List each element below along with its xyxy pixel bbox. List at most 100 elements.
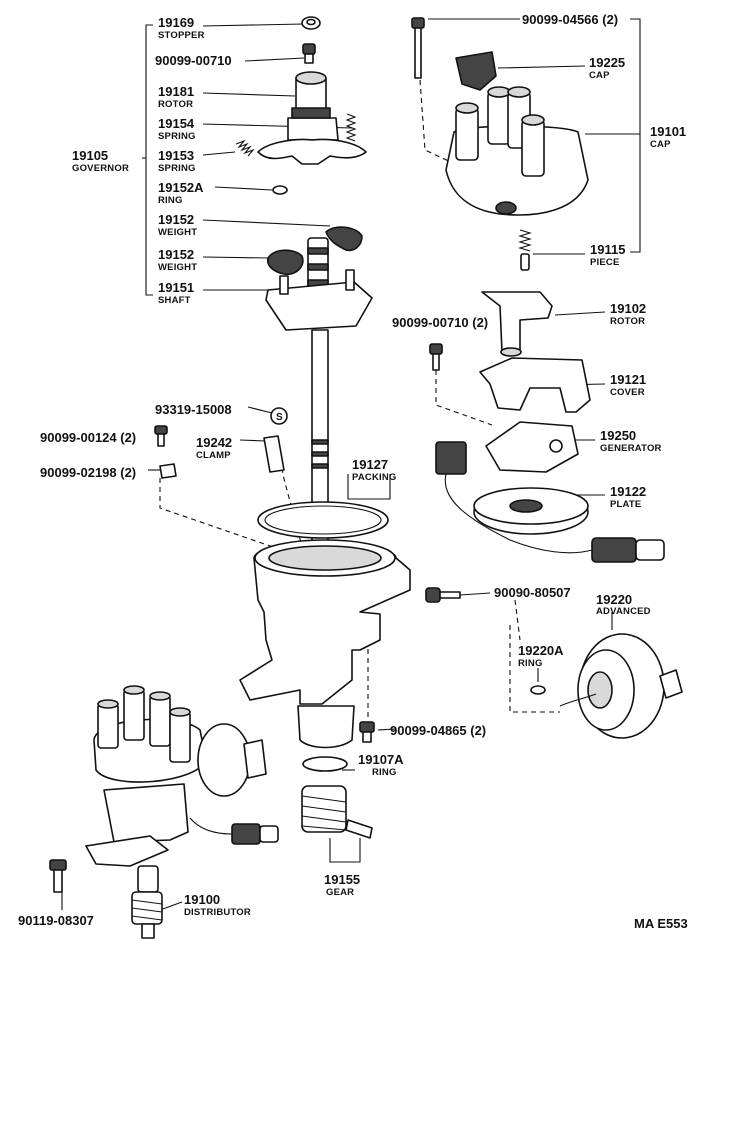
label-packing: 19127 PACKING — [352, 457, 396, 483]
label-ring-adv: 19220A RING — [518, 643, 564, 669]
rotor-part — [481, 291, 553, 357]
svg-text:RING: RING — [158, 195, 183, 206]
label-spring-b: 19153 SPRING — [158, 148, 196, 174]
packing-part — [257, 501, 389, 539]
svg-text:SPRING: SPRING — [158, 131, 196, 142]
label-cover: 19121 COVER — [610, 372, 646, 398]
screw-cap-part — [411, 17, 425, 79]
ring-gov-part — [272, 185, 288, 195]
ring-shaft-part — [302, 756, 348, 772]
svg-text:CAP: CAP — [589, 70, 610, 81]
svg-text:19102: 19102 — [610, 301, 646, 316]
label-ring-shaft: 19107A RING — [358, 752, 404, 778]
clamp-part — [263, 435, 285, 473]
svg-text:PIECE: PIECE — [590, 257, 620, 268]
svg-text:GEAR: GEAR — [326, 887, 354, 898]
svg-text:93319-15008: 93319-15008 — [155, 402, 232, 417]
cap-small-part — [455, 51, 497, 91]
nut-part — [159, 463, 177, 479]
svg-text:19152A: 19152A — [158, 180, 204, 195]
svg-text:GENERATOR: GENERATOR — [600, 443, 662, 454]
gear-part — [301, 785, 373, 839]
spring-a-part — [345, 113, 357, 142]
label-bolt-a: 90099-00124 (2) — [40, 430, 136, 445]
svg-text:WEIGHT: WEIGHT — [158, 227, 197, 238]
svg-text:ROTOR: ROTOR — [610, 316, 645, 327]
svg-text:19101: 19101 — [650, 124, 686, 139]
svg-text:19220A: 19220A — [518, 643, 564, 658]
label-clamp: 19242 CLAMP — [196, 435, 232, 461]
screw-housing-part — [425, 587, 461, 603]
svg-text:19153: 19153 — [158, 148, 194, 163]
svg-text:RING: RING — [518, 658, 543, 669]
svg-text:COVER: COVER — [610, 387, 645, 398]
svg-text:19152: 19152 — [158, 247, 194, 262]
piece-part — [518, 229, 532, 271]
label-bolt-rotor-top: 90099-00710 — [155, 53, 232, 68]
svg-text:90099-00124 (2): 90099-00124 (2) — [40, 430, 136, 445]
label-piece: 19115 PIECE — [590, 242, 625, 268]
svg-text:90099-00710 (2): 90099-00710 (2) — [392, 315, 488, 330]
svg-text:19169: 19169 — [158, 15, 194, 30]
svg-text:MA E553: MA E553 — [634, 916, 688, 931]
label-bolt-dist: 90119-08307 — [18, 913, 94, 928]
screw-base-part — [359, 721, 375, 743]
svg-text:PLATE: PLATE — [610, 499, 641, 510]
svg-text:90099-00710: 90099-00710 — [155, 53, 232, 68]
svg-text:19225: 19225 — [589, 55, 625, 70]
svg-text:19242: 19242 — [196, 435, 232, 450]
svg-text:90099-04865 (2): 90099-04865 (2) — [390, 723, 486, 738]
svg-text:19155: 19155 — [324, 872, 360, 887]
washer-part: S — [270, 407, 288, 425]
svg-text:ROTOR: ROTOR — [158, 99, 193, 110]
stopper-part — [301, 16, 321, 30]
label-screw-base: 90099-04865 (2) — [390, 723, 486, 738]
svg-text:19154: 19154 — [158, 116, 195, 131]
svg-text:19152: 19152 — [158, 212, 194, 227]
bolt-rotor-part — [302, 43, 316, 64]
bolt-dist-part — [49, 859, 67, 893]
svg-text:19181: 19181 — [158, 84, 194, 99]
spring-b-part — [235, 139, 255, 157]
label-screw-cap: 90099-04566 (2) — [522, 12, 618, 27]
label-weight-b: 19152 WEIGHT — [158, 247, 197, 273]
svg-text:19220: 19220 — [596, 592, 632, 607]
label-screw-housing: 90090-80507 — [494, 585, 571, 600]
label-cap: 19101 CAP — [650, 124, 686, 150]
label-plate: 19122 PLATE — [610, 484, 646, 510]
advancer-part — [559, 633, 683, 739]
label-screw-rotor: 90099-00710 (2) — [392, 315, 488, 330]
label-nut: 90099-02198 (2) — [40, 465, 136, 480]
label-stopper: 19169 STOPPER — [158, 15, 204, 41]
svg-text:SHAFT: SHAFT — [158, 295, 191, 306]
svg-text:19250: 19250 — [600, 428, 636, 443]
svg-text:19107A: 19107A — [358, 752, 404, 767]
svg-text:90090-80507: 90090-80507 — [494, 585, 571, 600]
svg-text:WEIGHT: WEIGHT — [158, 262, 197, 273]
svg-text:SPRING: SPRING — [158, 163, 196, 174]
label-advancer: 19220 ADVANCED — [596, 592, 651, 617]
label-weight-a: 19152 WEIGHT — [158, 212, 197, 238]
svg-text:S: S — [276, 412, 283, 423]
cap-part — [445, 86, 589, 216]
label-shaft: 19151 SHAFT — [158, 280, 194, 306]
svg-text:19100: 19100 — [184, 892, 220, 907]
svg-text:19151: 19151 — [158, 280, 194, 295]
cover-part — [479, 357, 591, 413]
plate-part — [473, 487, 589, 535]
label-generator: 19250 GENERATOR — [600, 428, 662, 454]
weight-a-part — [325, 226, 363, 252]
screw-rotor-part — [429, 343, 443, 371]
ring-adv-part — [530, 685, 546, 695]
label-spring-a: 19154 SPRING — [158, 116, 196, 142]
label-ring-gov: 19152A RING — [158, 180, 204, 206]
svg-text:90099-02198 (2): 90099-02198 (2) — [40, 465, 136, 480]
generator-part — [435, 421, 665, 563]
leader-lines — [61, 18, 641, 911]
governor-rotor-part — [257, 71, 367, 165]
svg-text:DISTRIBUTOR: DISTRIBUTOR — [184, 907, 251, 918]
label-distributor: 19100 DISTRIBUTOR — [184, 892, 251, 918]
distributor-assembly-part — [85, 685, 279, 939]
svg-text:19115: 19115 — [590, 242, 625, 257]
